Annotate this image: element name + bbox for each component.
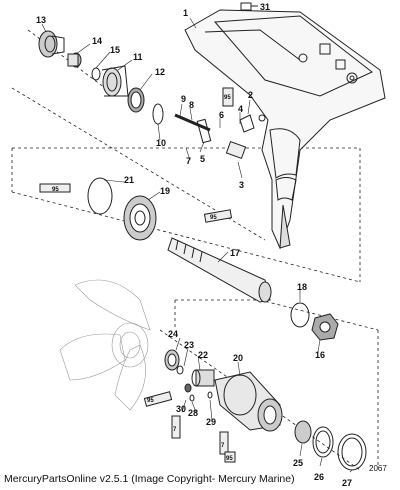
callout-3: 3	[239, 180, 244, 190]
callout-9: 9	[181, 94, 186, 104]
copyright-footer: MercuryPartsOnline v2.5.1 (Image Copyrig…	[4, 473, 295, 485]
callout-29: 29	[206, 417, 216, 427]
callout-17: 17	[230, 248, 240, 258]
callout-19: 19	[160, 186, 170, 196]
shift-assembly: 95	[174, 87, 266, 160]
callout-28: 28	[188, 408, 198, 418]
callout-23: 23	[184, 340, 194, 350]
callout-26: 26	[314, 472, 324, 482]
callout-25: 25	[293, 458, 303, 468]
gear-nut	[311, 313, 339, 341]
callout-8: 8	[189, 100, 194, 110]
callout-31: 31	[260, 2, 270, 12]
callout-4: 4	[238, 104, 243, 114]
callout-24: 24	[168, 329, 178, 339]
callout-27: 27	[342, 478, 352, 488]
tube-label: 95	[210, 215, 217, 221]
callout-14: 14	[92, 36, 102, 46]
callout-16: 16	[315, 350, 325, 360]
callout-1: 1	[183, 8, 188, 18]
callout-7: 7	[186, 156, 191, 166]
tube-label: 7	[221, 443, 225, 449]
callout-20: 20	[233, 353, 243, 363]
callout-10: 10	[156, 138, 166, 148]
callout-30: 30	[176, 404, 186, 414]
callout-5: 5	[200, 154, 205, 164]
figure-number: 2067	[369, 464, 387, 473]
callout-leaders	[41, 5, 353, 473]
tube-label: 95	[147, 398, 154, 404]
callout-18: 18	[297, 282, 307, 292]
callout-22: 22	[198, 350, 208, 360]
callout-15: 15	[110, 45, 120, 55]
tube-label: 95	[224, 95, 231, 101]
callout-11: 11	[133, 52, 143, 62]
o-ring	[290, 302, 310, 328]
decal-square	[240, 2, 252, 11]
tube-label: 95	[52, 187, 59, 193]
gear-housing	[184, 9, 386, 250]
callout-13: 13	[36, 15, 46, 25]
callout-numbers: 1 2 3 4 5 6 7 8 9 10 11 12 13 14 15 16 1…	[36, 2, 352, 488]
bearing-carrier-assembly: 95 7 7 95	[143, 349, 367, 471]
pinion-bearing-assembly	[38, 30, 164, 125]
callout-2: 2	[248, 90, 253, 100]
callout-21: 21	[124, 175, 134, 185]
propeller	[59, 279, 151, 411]
propeller-shaft	[167, 237, 272, 303]
callout-6: 6	[219, 110, 224, 120]
tube-label: 7	[173, 427, 177, 433]
callout-12: 12	[155, 67, 165, 77]
forward-gear-bearing-group: 95 95	[39, 177, 233, 241]
tube-label: 95	[226, 456, 233, 462]
